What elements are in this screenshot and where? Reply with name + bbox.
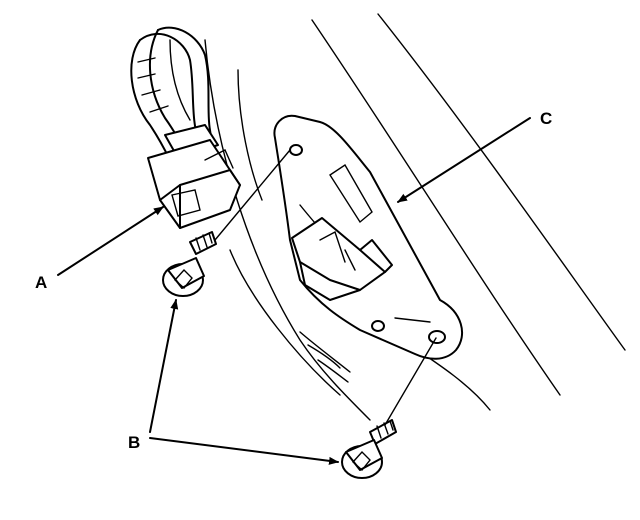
bolt-upper xyxy=(162,231,217,297)
sensor-bracket xyxy=(273,114,464,360)
callout-c: C xyxy=(540,109,552,128)
body-panel-lines xyxy=(169,13,626,421)
callout-b: B xyxy=(128,433,140,452)
harness-connector xyxy=(130,26,241,229)
callout-a: A xyxy=(35,273,47,292)
bolt-lower xyxy=(341,419,397,479)
leader-lines xyxy=(57,117,531,465)
